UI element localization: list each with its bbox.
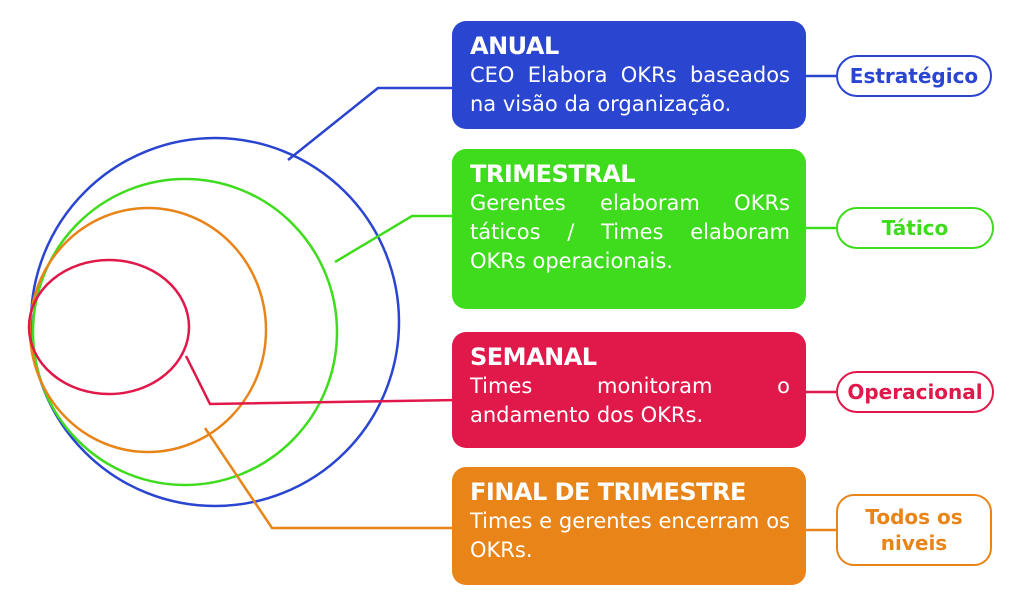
quarterly-title: TRIMESTRAL: [470, 160, 636, 188]
end-of-quarter-box: FINAL DE TRIMESTRE Times e gerentes ence…: [452, 467, 806, 585]
annual-box: ANUAL CEO Elabora OKRs baseados na visão…: [452, 21, 806, 129]
tag-tatico: Tático: [836, 207, 994, 249]
quarterly-box: TRIMESTRAL Gerentes elaboram OKRs tático…: [452, 149, 806, 309]
annual-description: CEO Elabora OKRs baseados na visão da or…: [470, 63, 790, 116]
annual-title: ANUAL: [470, 32, 559, 60]
tag-operacional-label: Operacional: [847, 380, 983, 404]
weekly-circle: [27, 258, 191, 396]
quarterly-description: Gerentes elaboram OKRs táticos / Times e…: [470, 191, 790, 273]
tag-tatico-label: Tático: [881, 216, 949, 240]
end-of-quarter-title: FINAL DE TRIMESTRE: [470, 478, 746, 506]
annual-circle: [29, 136, 401, 508]
quarterly-circle: [31, 177, 339, 487]
end-of-quarter-circle: [28, 206, 268, 454]
tag-todos-os-niveis-label: Todos os niveis: [865, 505, 963, 555]
quarterly-connector: [334, 214, 458, 264]
end-of-quarter-connector: [203, 427, 458, 530]
tag-estrategico-label: Estratégico: [849, 64, 979, 88]
tag-estrategico: Estratégico: [836, 55, 992, 97]
weekly-description: Times monitoram o andamento dos OKRs.: [470, 374, 790, 427]
tag-operacional: Operacional: [836, 371, 994, 413]
weekly-connector: [184, 355, 459, 406]
weekly-title: SEMANAL: [470, 343, 597, 371]
tag-todos-os-niveis: Todos os niveis: [836, 494, 992, 566]
annual-connector: [287, 86, 458, 161]
end-of-quarter-description: Times e gerentes encerram os OKRs.: [470, 509, 790, 562]
weekly-box: SEMANAL Times monitoram o andamento dos …: [452, 332, 806, 448]
